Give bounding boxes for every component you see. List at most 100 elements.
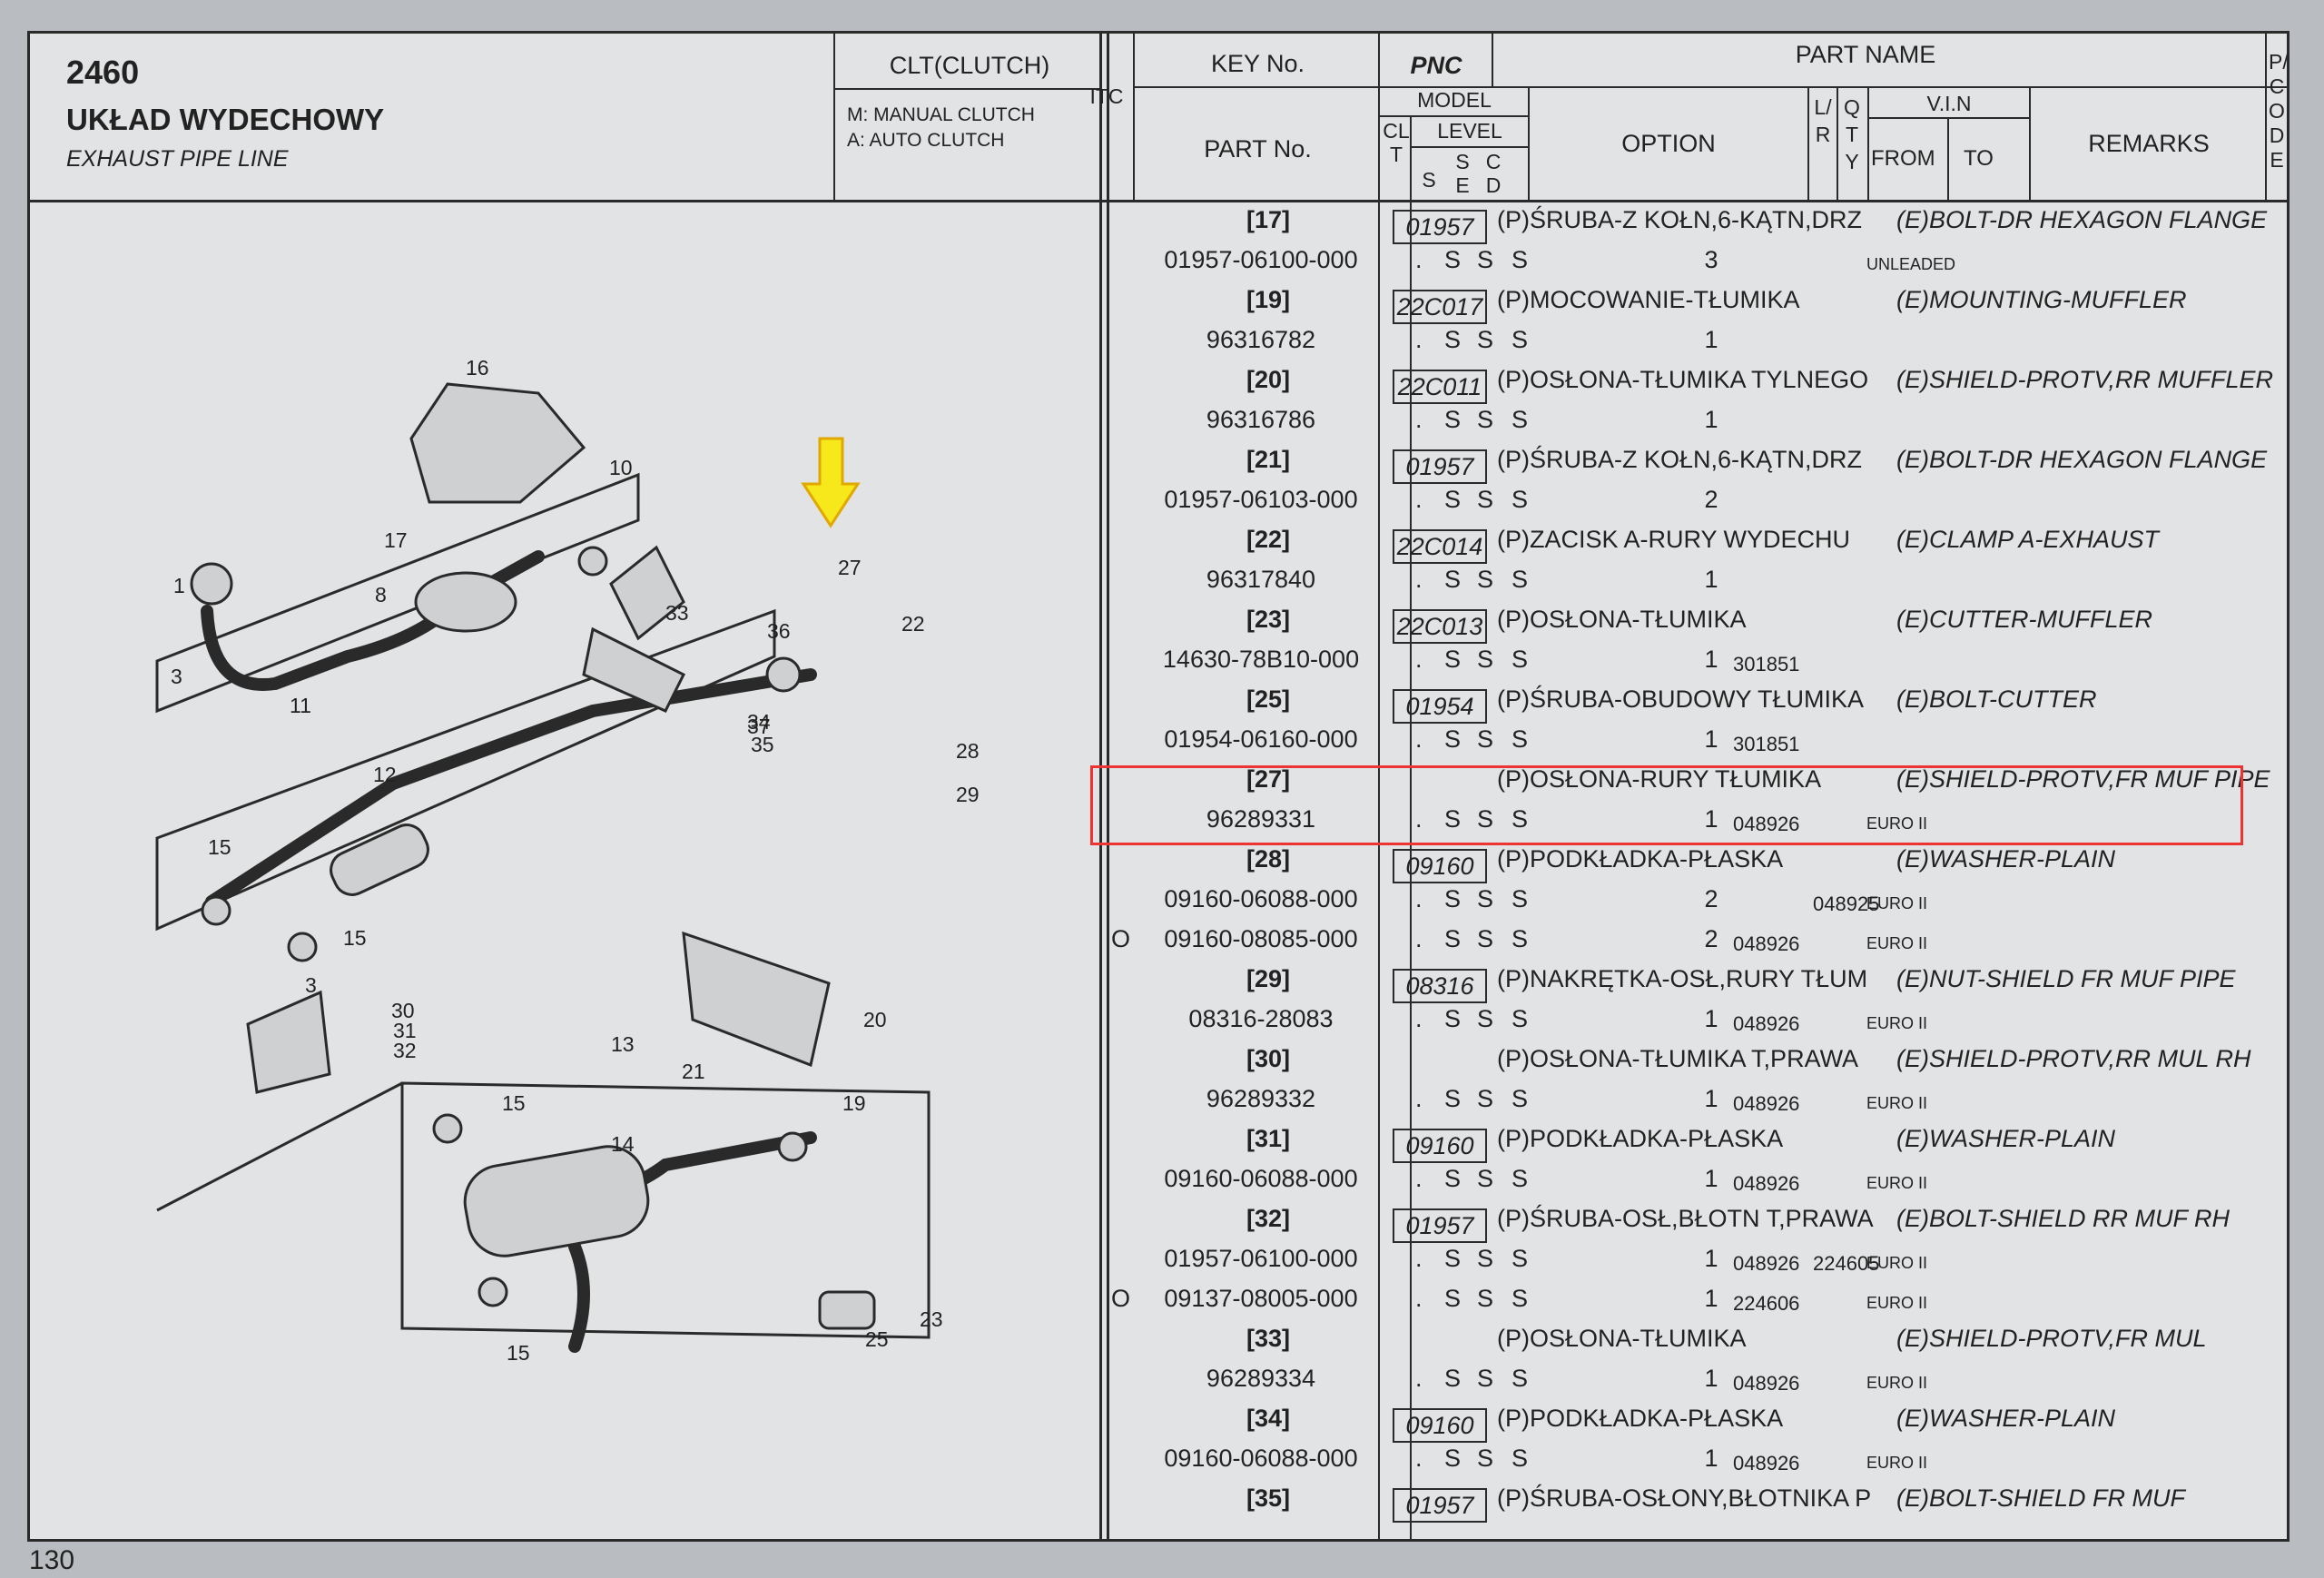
part-number: 09160-06088-000 [1164,1165,1358,1192]
gasket-1 [190,562,233,606]
part-name-en: (E)SHIELD-PROTV,FR MUF PIPE [1896,765,2270,793]
remarks: EURO II [1866,1094,1928,1112]
vin-from: 048926 [1733,1452,1800,1474]
pnc-code: 09160 [1393,1129,1487,1163]
level-1: S [1444,1285,1462,1312]
pnc-code: 01957 [1393,1208,1487,1243]
callout-21: 21 [682,1060,705,1083]
level-1: S [1444,646,1462,673]
pnc-code: 01957 [1393,1488,1487,1523]
key-number: [35] [1246,1484,1290,1512]
key-row: [27](P)OSŁONA-RURY TŁUMIKA(E)SHIELD-PROT… [1107,765,2323,805]
callout-28: 28 [956,739,980,763]
key-number: [19] [1246,286,1290,313]
remarks: UNLEADED [1866,255,1956,273]
components [190,382,876,1330]
pnc-code: 09160 [1393,1408,1487,1443]
itc-header: ITC [1089,84,1124,108]
key-number: [30] [1246,1045,1290,1072]
callout-37: 37 [747,715,771,738]
part-name-pl: (P)OSŁONA-TŁUMIKA TYLNEGO [1497,366,1869,393]
callout-14: 14 [611,1132,635,1156]
quantity: 1 [1704,1165,1718,1192]
level-0: . [1415,1285,1423,1312]
level-0: . [1415,1085,1423,1112]
part-name-en: (E)WASHER-PLAIN [1896,845,2116,873]
shield-27 [609,545,685,641]
callout-3: 3 [305,973,317,997]
part-number: 01954-06160-000 [1164,725,1358,753]
part-name-en: (E)WASHER-PLAIN [1896,1125,2116,1152]
callout-27: 27 [838,556,862,579]
level-3: S [1512,725,1529,753]
vin-from: 048926 [1733,813,1800,835]
key-number: [20] [1246,366,1290,393]
part-number: 01957-06103-000 [1164,486,1358,513]
level-1: S [1444,486,1462,513]
page-number: 130 [29,1545,75,1575]
part-name-pl: (P)ŚRUBA-Z KOŁN,6-KĄTN,DRZ [1497,206,1863,233]
part-name-pl: (P)PODKŁADKA-PŁASKA [1497,845,1784,873]
level-2: S [1477,1445,1494,1472]
part-name-pl: (P)ZACISK A-RURY WYDECHU [1497,526,1851,553]
remarks: EURO II [1866,814,1928,833]
option-left-divider [1528,86,1530,200]
level-se-header: SE [1455,150,1470,197]
quantity: 1 [1704,326,1718,353]
section-code: 2460 [66,54,140,91]
callout-20: 20 [863,1008,887,1031]
part-name-en: (E)NUT-SHIELD FR MUF PIPE [1896,965,2236,992]
quantity: 3 [1704,246,1718,273]
cutter-23 [818,1290,876,1330]
panel-divider-2 [1107,34,1109,1539]
quantity: 2 [1704,925,1718,952]
part-name-en: (E)BOLT-SHIELD RR MUF RH [1896,1205,2230,1232]
quantity: 1 [1704,725,1718,753]
part-name-en: (E)CUTTER-MUFFLER [1896,606,2152,633]
level-0: . [1415,646,1423,673]
part-name-en: (E)SHIELD-PROTV,RR MUL RH [1896,1045,2251,1072]
gasket-10 [577,546,608,577]
key-number: [21] [1246,446,1290,473]
callout-12: 12 [373,763,397,786]
level-0: . [1415,925,1423,952]
vin-from-header: FROM [1871,146,1935,171]
part-number: 96289334 [1206,1365,1316,1392]
quantity: 1 [1704,1085,1718,1112]
level-0: . [1415,326,1423,353]
callout-10: 10 [609,456,633,479]
level-3: S [1512,246,1529,273]
level-2: S [1477,406,1494,433]
part-name-en: (E)SHIELD-PROTV,RR MUFFLER [1896,366,2274,393]
level-cd-header: CD [1485,150,1502,197]
part-no-header: PART No. [1204,135,1312,163]
header-divider [30,200,2287,202]
part-name-pl: (P)OSŁONA-TŁUMIKA [1497,606,1747,633]
level-3: S [1512,486,1529,513]
pnc-header: PNC [1410,52,1462,79]
picode-divider [2265,34,2267,200]
key-number: [23] [1246,606,1290,633]
remarks: EURO II [1866,1254,1928,1272]
quantity: 1 [1704,646,1718,673]
level-1: S [1444,725,1462,753]
muffler-12 [330,824,429,896]
part-name-pl: (P)NAKRĘTKA-OSŁ,RURY TŁUM [1497,965,1868,992]
key-number: [27] [1246,765,1290,793]
hanger-15a [201,895,231,926]
part-number: 09160-08085-000 [1164,925,1358,952]
vin-from: 048926 [1733,1092,1800,1115]
key-row: [17]01957(P)ŚRUBA-Z KOŁN,6-KĄTN,DRZ(E)BO… [1107,206,2323,246]
arrow-indicator [801,437,861,528]
callout-29: 29 [956,783,980,806]
part-number: 96289331 [1206,805,1316,833]
key-row: [35]01957(P)ŚRUBA-OSŁONY,BŁOTNIKA P(E)BO… [1107,1484,2323,1524]
level-2: S [1477,805,1494,833]
section-title-en: EXHAUST PIPE LINE [66,146,289,172]
center-pipe [205,668,817,908]
callout-17: 17 [384,528,408,552]
level-0: . [1415,725,1423,753]
